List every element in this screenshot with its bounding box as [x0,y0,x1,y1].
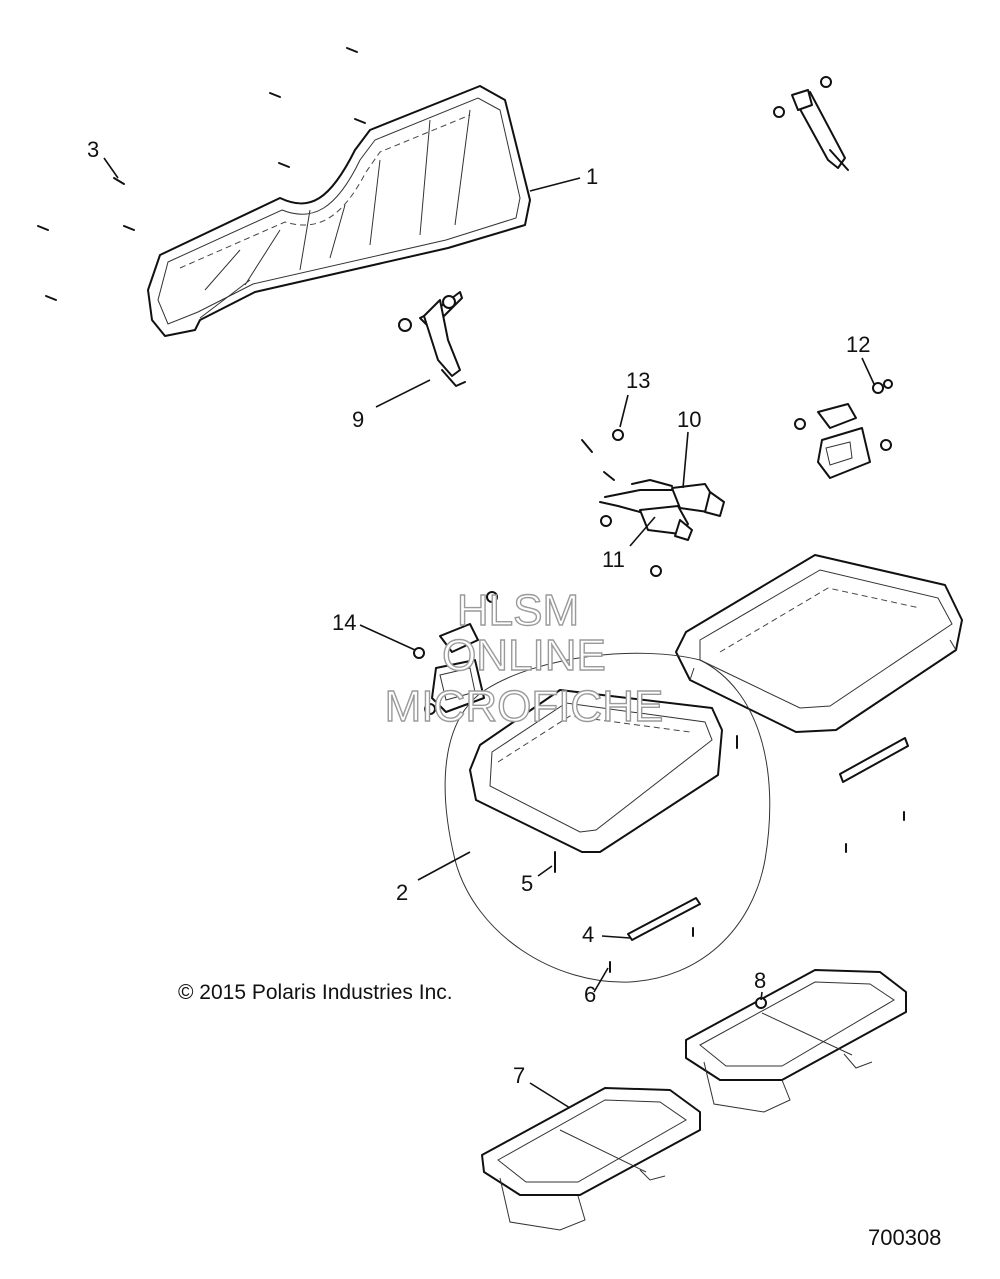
callout-4: 4 [582,922,594,947]
seat-belt-buckle-left [398,291,466,387]
callout-13: 13 [626,368,650,393]
callout-2: 2 [396,880,408,905]
watermark-line-1: HLSM [457,586,579,635]
callout-14: 14 [332,610,356,635]
storage-tray-lower [481,1087,701,1231]
seat-back-part [147,85,531,337]
callout-numbers: 1 2 3 4 5 6 7 8 9 10 11 12 13 14 [87,137,870,1088]
callout-8: 8 [754,968,766,993]
callout-3: 3 [87,137,99,162]
leader-lines [103,157,875,1109]
callout-10: 10 [677,407,701,432]
diagram-number: 700308 [868,1225,941,1250]
callout-6: 6 [584,982,596,1007]
watermark-line-2: ONLINE [442,631,606,680]
seat-belt-retractor-upper [773,76,849,171]
callout-5: 5 [521,871,533,896]
seat-belt-retractor-right [794,379,893,479]
seat-back-screws [37,47,366,301]
callout-1: 1 [586,164,598,189]
copyright-text: © 2015 Polaris Industries Inc. [178,981,453,1004]
callout-11: 11 [602,547,625,572]
watermark: HLSM ONLINE MICROFICHE [384,585,664,731]
callout-7: 7 [513,1063,525,1088]
seat-belt-retractor-left [413,591,498,715]
watermark-line-3: MICROFICHE [385,682,664,731]
seat-cushion-right [675,554,963,853]
callout-12: 12 [846,332,870,357]
callout-9: 9 [352,407,364,432]
seat-belt-buckles-center [581,429,725,577]
seat-cushion-left [444,652,771,983]
storage-tray-upper [685,969,907,1113]
